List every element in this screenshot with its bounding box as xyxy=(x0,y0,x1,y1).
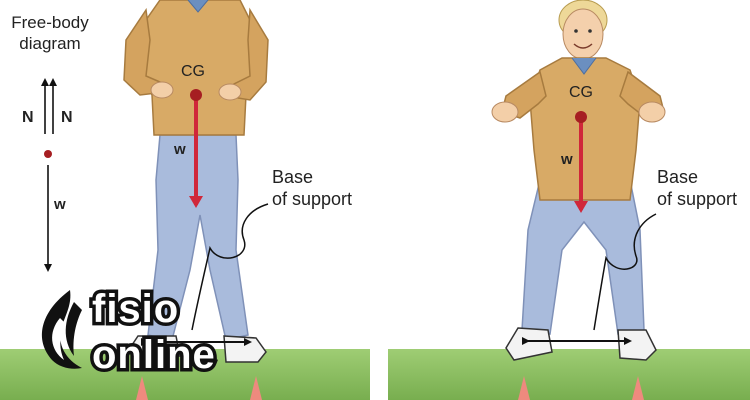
left-hand-right xyxy=(218,83,242,101)
fbd-point xyxy=(44,150,52,158)
right-shirt xyxy=(529,57,641,201)
right-hand-left xyxy=(491,101,519,123)
left-support-marker-2 xyxy=(250,376,262,400)
fbd-normal-label-right: N xyxy=(61,109,73,126)
flame-icon xyxy=(41,290,82,369)
right-weight-label: w xyxy=(561,151,573,168)
left-base-leader xyxy=(191,203,269,331)
left-base-label: Base of support xyxy=(272,167,353,209)
fbd-title: Free-body diagram xyxy=(11,13,89,53)
right-smile xyxy=(573,43,593,49)
watermark-line2: online xyxy=(89,332,219,379)
left-weight-label: w xyxy=(174,141,186,158)
left-jeans xyxy=(147,134,249,341)
right-cg-label: CG xyxy=(569,84,593,101)
left-figure xyxy=(123,0,269,400)
ground-right xyxy=(388,349,750,400)
fbd-normal-label-left: N xyxy=(22,109,34,126)
right-base-label: Base of support xyxy=(657,167,738,209)
left-cg-dot xyxy=(190,89,202,101)
right-support-marker-2 xyxy=(632,376,644,400)
right-figure xyxy=(491,0,666,400)
left-shoe-right xyxy=(223,335,267,363)
left-cg-label: CG xyxy=(181,63,205,80)
free-body-diagram xyxy=(41,78,57,272)
right-hand-right xyxy=(638,101,666,123)
right-head xyxy=(562,8,604,60)
right-jeans xyxy=(521,179,645,335)
right-eye-left xyxy=(574,29,578,33)
right-eye-right xyxy=(588,29,592,33)
left-support-marker-1 xyxy=(136,376,148,400)
watermark-line1: fisio xyxy=(88,286,181,333)
right-shoe-right xyxy=(617,329,657,361)
right-support-marker-1 xyxy=(518,376,530,400)
right-collar xyxy=(571,57,597,75)
right-cg-dot xyxy=(575,111,587,123)
left-hand-left xyxy=(150,81,174,99)
fbd-weight-label: w xyxy=(54,196,66,213)
left-collar xyxy=(187,0,209,13)
right-base-leader xyxy=(593,213,657,331)
